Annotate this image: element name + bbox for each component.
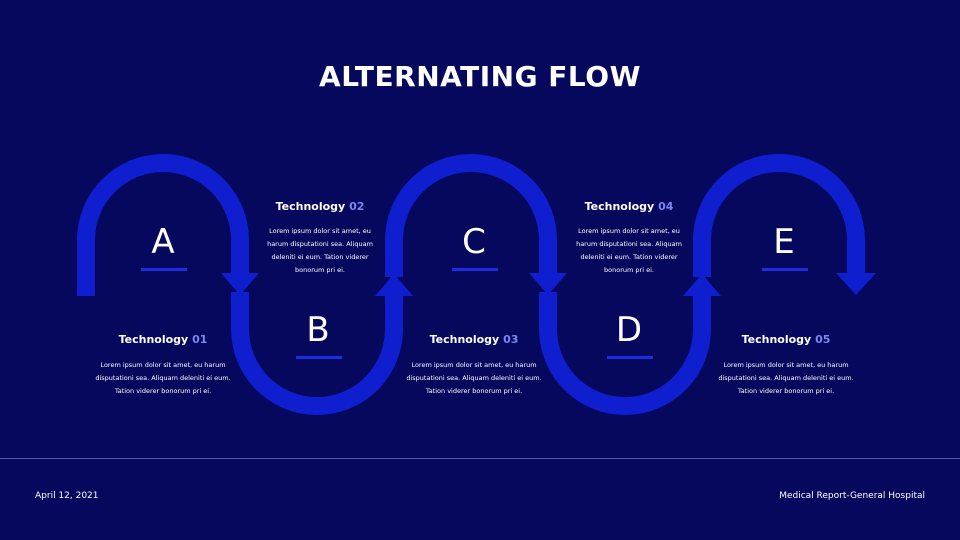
arrow-down-icon [529, 273, 567, 295]
step-description-05: Lorem ipsum dolor sit amet, eu harum dis… [718, 361, 854, 395]
flow-arch-e [693, 154, 865, 277]
step-letter-d: D [615, 310, 643, 350]
arrow-up-icon [375, 274, 413, 296]
tech-label: Technology [275, 200, 346, 213]
footer-source: Medical Report-General Hospital [779, 491, 925, 501]
flow-valley-b [231, 292, 403, 415]
flow-valley-d [539, 292, 711, 415]
flow-arch-a [77, 154, 249, 296]
step-title-05: Technology 05 [706, 333, 866, 346]
step-underline-a [141, 268, 187, 271]
tech-number: 05 [815, 333, 831, 346]
arrow-down-icon [221, 273, 259, 295]
step-description-03: Lorem ipsum dolor sit amet, eu harum dis… [406, 361, 542, 395]
step-underline-c [452, 268, 498, 271]
footer-date: April 12, 2021 [35, 491, 99, 501]
step-description-02: Lorem ipsum dolor sit amet, eu harum dis… [267, 227, 373, 274]
tech-label: Technology [584, 200, 655, 213]
tech-label: Technology [741, 333, 812, 346]
tech-label: Technology [429, 333, 500, 346]
step-letter-a: A [151, 222, 175, 262]
step-underline-e [762, 268, 808, 271]
step-underline-d [607, 356, 653, 359]
tech-label: Technology [118, 333, 189, 346]
slide-title: ALTERNATING FLOW [319, 60, 641, 93]
step-letter-c: C [462, 222, 486, 262]
step-underline-b [296, 356, 342, 359]
step-title-04: Technology 04 [549, 200, 709, 213]
footer-divider [0, 458, 960, 459]
tech-number: 02 [349, 200, 365, 213]
tech-number: 03 [503, 333, 519, 346]
tech-number: 04 [658, 200, 674, 213]
step-letter-e: E [773, 222, 795, 262]
tech-number: 01 [192, 333, 208, 346]
step-letter-b: B [306, 310, 330, 350]
arrow-down-icon [836, 273, 876, 295]
step-description-01: Lorem ipsum dolor sit amet, eu harum dis… [95, 361, 231, 395]
step-title-02: Technology 02 [240, 200, 400, 213]
step-description-04: Lorem ipsum dolor sit amet, eu harum dis… [576, 227, 682, 274]
step-title-03: Technology 03 [394, 333, 554, 346]
arrow-up-icon [683, 274, 721, 296]
step-title-01: Technology 01 [83, 333, 243, 346]
flow-arch-c [385, 154, 557, 277]
